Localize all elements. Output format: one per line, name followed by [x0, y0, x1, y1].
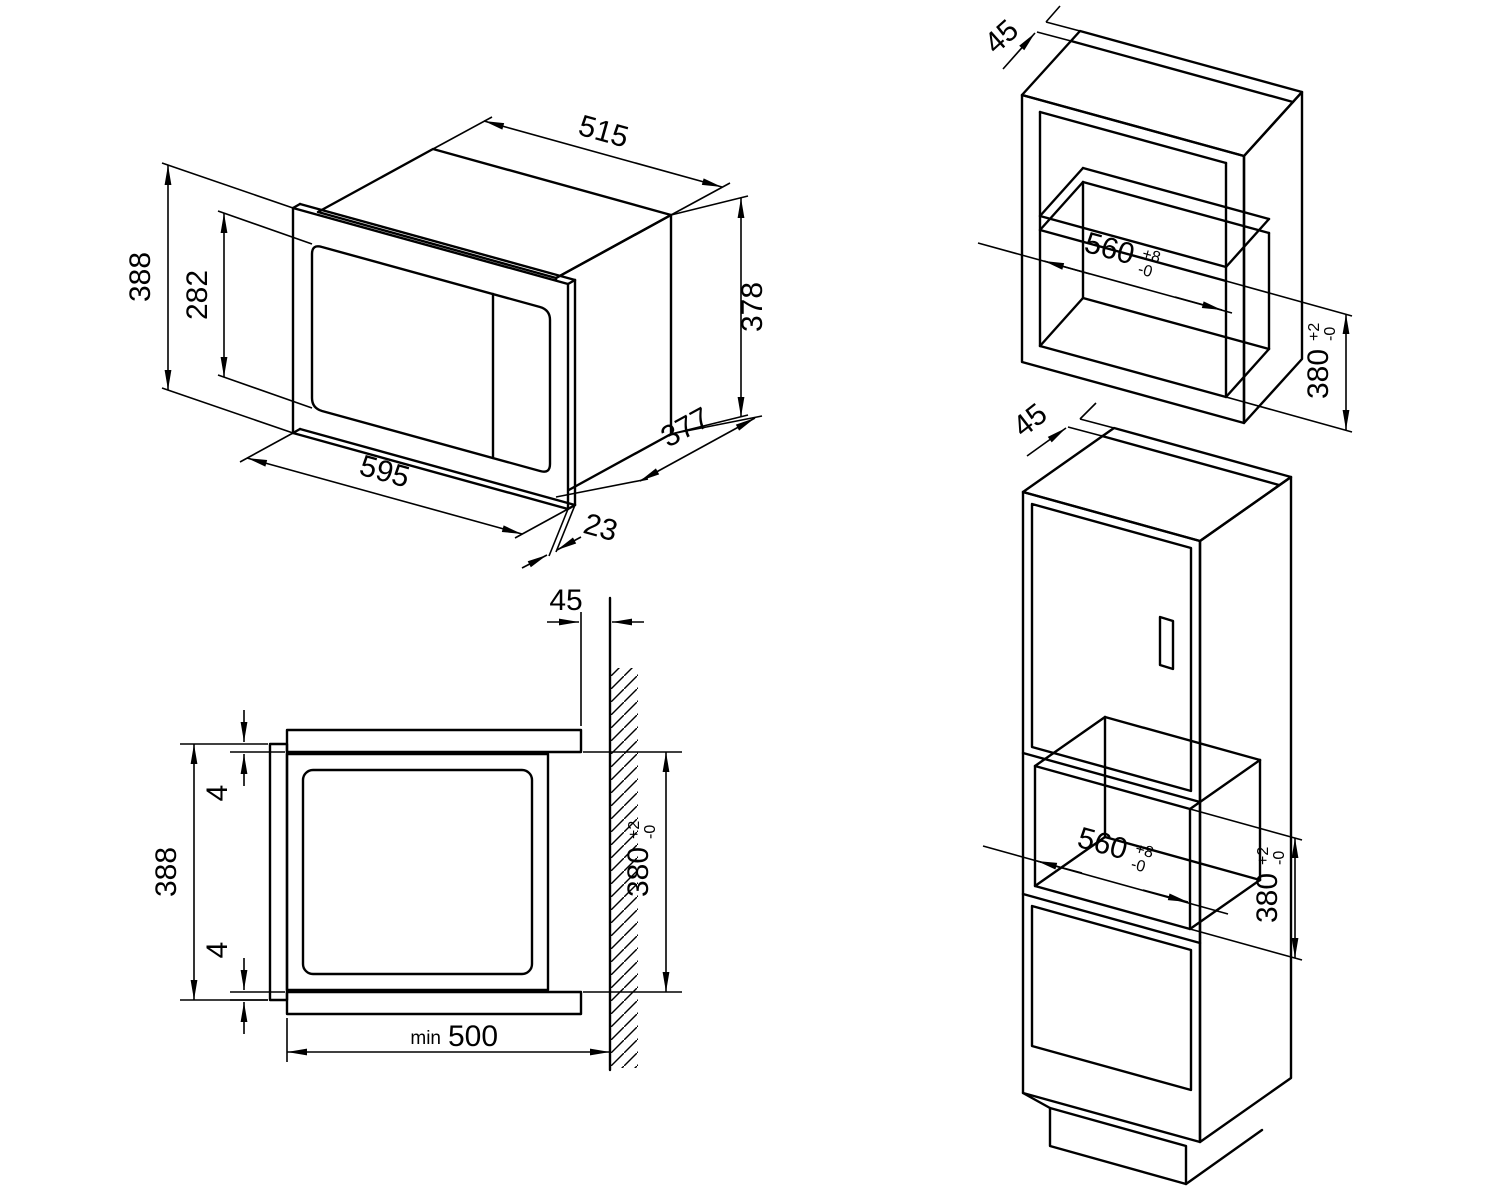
- view-upper-cabinet-isometric: 45 560 +8 -0 380 +2 -0: [977, 5, 1353, 433]
- dim-label-560: 560 +8 -0: [1074, 821, 1155, 876]
- door-window: [310, 245, 552, 473]
- dim-overlap-top: 4: [201, 710, 285, 801]
- dim-window-height: 282: [181, 210, 313, 409]
- dim-label-380: 380 +2 -0: [1251, 847, 1288, 923]
- svg-text:-0: -0: [1136, 261, 1154, 281]
- dim-door-height: 388: [150, 743, 268, 1001]
- wall: [608, 596, 638, 1072]
- niche-opening: [1021, 715, 1262, 945]
- microwave-front-frame: [291, 202, 577, 511]
- svg-text:380: 380: [1302, 349, 1335, 399]
- svg-text:+2: +2: [1255, 847, 1272, 865]
- dim-label-380: 380 +2 -0: [622, 821, 659, 897]
- svg-text:380: 380: [622, 847, 655, 897]
- wall-hatching: [611, 668, 638, 1068]
- view-side-section: 45 4 4 388 380 +2: [150, 584, 682, 1072]
- svg-text:-0: -0: [1271, 851, 1288, 865]
- dim-label-45: 45: [978, 14, 1025, 61]
- dim-overlap-bottom: 4: [201, 942, 285, 1034]
- cabinet-shelf: [1038, 166, 1271, 283]
- microwave-section: [268, 742, 550, 1002]
- dim-rear-gap: 45: [978, 5, 1081, 70]
- dim-label-388: 388: [124, 252, 157, 302]
- svg-text:560: 560: [1074, 821, 1131, 866]
- dim-niche-width: 560 +8 -0: [982, 821, 1229, 915]
- cabinet-carcass: [1021, 426, 1293, 1144]
- dim-label-23: 23: [580, 507, 621, 548]
- svg-text:-0: -0: [642, 825, 659, 839]
- svg-text:560: 560: [1081, 226, 1138, 271]
- dim-min-depth: min 500: [286, 1018, 610, 1062]
- dim-niche-height: 380 +2 -0: [1225, 280, 1353, 433]
- door-panel: [268, 742, 289, 1002]
- dim-label-380: 380 +2 -0: [1302, 323, 1339, 399]
- svg-text:+8: +8: [1140, 246, 1162, 267]
- dim-frame-depth: 23: [521, 504, 621, 569]
- cavity: [301, 768, 534, 976]
- dim-label-377: 377: [656, 401, 716, 454]
- dim-front-height: 388: [124, 162, 294, 434]
- dim-label-282: 282: [181, 270, 214, 320]
- dim-label-4-bottom: 4: [201, 942, 234, 959]
- dim-label-378: 378: [736, 282, 769, 332]
- svg-text:-0: -0: [1129, 856, 1147, 876]
- svg-text:380: 380: [1251, 873, 1284, 923]
- dim-niche-width: 560 +8 -0: [977, 226, 1233, 314]
- dim-rear-gap: 45: [1007, 397, 1115, 457]
- svg-text:+8: +8: [1133, 841, 1155, 862]
- svg-text:-0: -0: [1322, 327, 1339, 341]
- view-tall-cabinet-isometric: 45 380 +2 -0 560 +8 -0: [982, 397, 1303, 1186]
- dim-body-depth: 377: [555, 401, 763, 498]
- dim-niche-height: 380 +2 -0: [583, 751, 682, 993]
- dim-label-45: 45: [1007, 397, 1054, 444]
- svg-text:+2: +2: [626, 821, 643, 839]
- door-handle: [1158, 615, 1175, 671]
- svg-text:+2: +2: [1306, 323, 1323, 341]
- cabinet-panels: [285, 728, 583, 1016]
- dim-body-height: 378: [670, 195, 769, 435]
- niche-interior: [1038, 180, 1271, 399]
- dim-rear-gap: 45: [547, 584, 644, 726]
- dim-label-min: min: [410, 1028, 441, 1049]
- dim-label-515: 515: [575, 109, 632, 154]
- dim-label-45: 45: [549, 584, 582, 617]
- dim-label-500: 500: [448, 1020, 498, 1053]
- dim-niche-height: 380 +2 -0: [1189, 808, 1303, 961]
- cabinet-carcass: [1020, 29, 1304, 425]
- view-microwave-isometric: 515 388 282 378 595: [124, 109, 769, 569]
- plinth: [1021, 1091, 1264, 1186]
- dim-label-4-top: 4: [201, 785, 234, 802]
- lower-panel: [1030, 904, 1193, 1092]
- dim-label-388: 388: [150, 847, 183, 897]
- upper-door: [1021, 502, 1202, 804]
